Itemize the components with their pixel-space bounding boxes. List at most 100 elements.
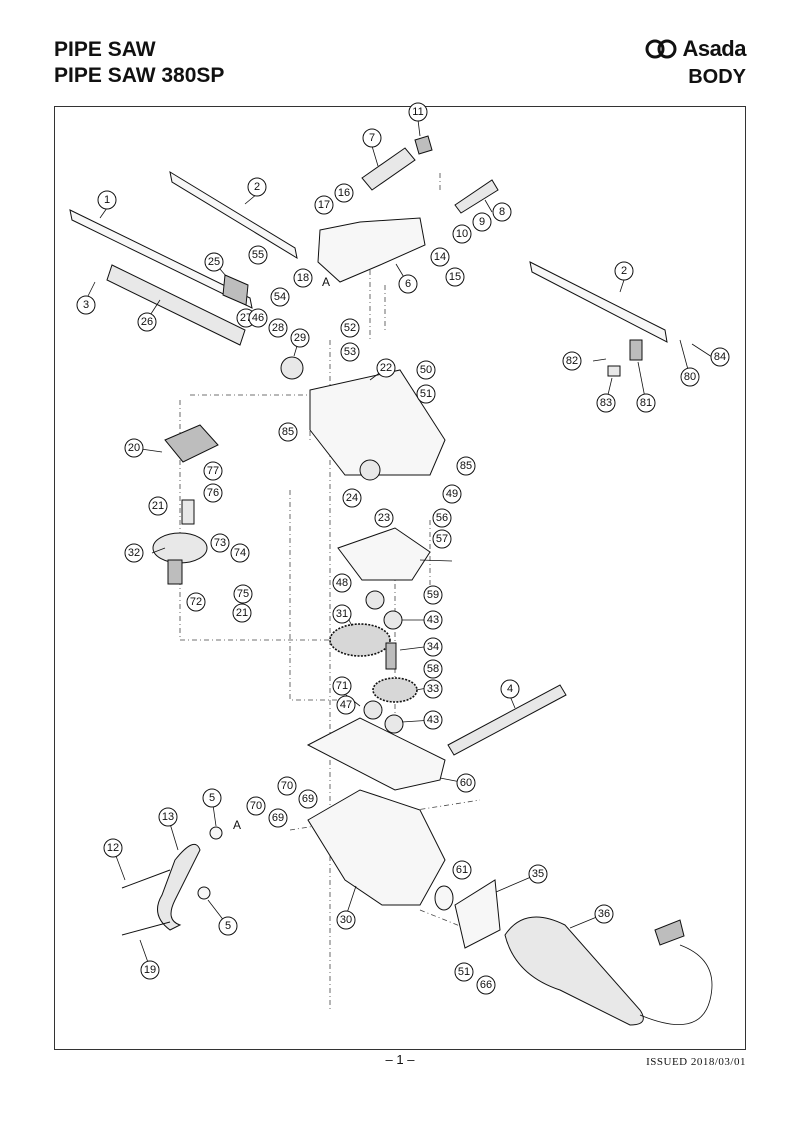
callout-label: 43	[427, 714, 439, 726]
callout-label: 33	[427, 683, 439, 695]
callout-74: 74	[230, 543, 250, 563]
callout-label: 29	[294, 332, 306, 344]
callout-label: 1	[104, 194, 110, 206]
callout-36: 36	[594, 904, 614, 924]
callout-circle	[268, 808, 288, 828]
title-line-2: PIPE SAW 380SP	[54, 64, 225, 87]
callout-label: 52	[344, 322, 356, 334]
part-2-bar	[169, 170, 298, 260]
callout-label: 22	[380, 362, 392, 374]
callout-85: 85	[278, 422, 298, 442]
callout-51: 51	[416, 384, 436, 404]
callout-circle	[203, 483, 223, 503]
callout-circle	[476, 975, 496, 995]
part-83-pin	[607, 365, 621, 377]
callout-circle	[218, 916, 238, 936]
callout-69: 69	[298, 789, 318, 809]
callout-circle	[293, 268, 313, 288]
callout-label: 24	[346, 492, 358, 504]
callout-circle	[140, 960, 160, 980]
callout-label: 8	[499, 206, 505, 218]
callout-circle	[374, 508, 394, 528]
part-34-pinion	[385, 642, 397, 670]
part-1-bar	[69, 209, 253, 309]
callout-19: 19	[140, 960, 160, 980]
callout-label: 28	[272, 322, 284, 334]
callout-label: 16	[338, 187, 350, 199]
callout-circle	[314, 195, 334, 215]
callout-circle	[596, 393, 616, 413]
callout-label: 49	[446, 488, 458, 500]
callout-59: 59	[423, 585, 443, 605]
callout-circle	[680, 367, 700, 387]
part-7-sleeve	[361, 147, 416, 191]
part-22-housing	[309, 369, 446, 476]
callout-circle	[124, 438, 144, 458]
part-32-stem	[167, 559, 183, 585]
callout-label: 12	[107, 842, 119, 854]
callout-circle	[158, 807, 178, 827]
callout-label: 20	[128, 442, 140, 454]
callout-label: 57	[436, 533, 448, 545]
callout-circle	[423, 585, 443, 605]
callout-label: 19	[144, 964, 156, 976]
callout-28: 28	[268, 318, 288, 338]
callout-label: 54	[274, 291, 286, 303]
callout-label: 51	[458, 966, 470, 978]
callout-46: 46	[248, 308, 268, 328]
callout-circle	[270, 287, 290, 307]
callout-label: 21	[236, 607, 248, 619]
callout-label: 13	[162, 811, 174, 823]
callout-29: 29	[290, 328, 310, 348]
callout-2: 2	[614, 261, 634, 281]
callout-label: 69	[302, 793, 314, 805]
part-28-bearing	[280, 356, 304, 380]
part-35-flange	[454, 879, 501, 949]
part-60-gasket	[306, 717, 446, 791]
callout-circle	[233, 584, 253, 604]
callout-17: 17	[314, 195, 334, 215]
callout-label: 50	[420, 364, 432, 376]
issued-date: ISSUED 2018/03/01	[646, 1056, 746, 1068]
callout-label: 35	[532, 868, 544, 880]
ref-letter-a-bottom: A	[233, 818, 241, 832]
ref-letter-a-top: A	[322, 275, 330, 289]
callout-61: 61	[452, 860, 472, 880]
callout-label: 30	[340, 914, 352, 926]
callout-circle	[342, 488, 362, 508]
callout-label: 61	[456, 864, 468, 876]
callout-70: 70	[246, 796, 266, 816]
callout-label: 32	[128, 547, 140, 559]
callout-label: 36	[598, 908, 610, 920]
callout-label: 11	[412, 106, 423, 118]
power-plug	[654, 919, 685, 946]
callout-12: 12	[103, 838, 123, 858]
part-19-bolt	[121, 921, 171, 936]
part-4-shaft	[447, 684, 567, 756]
callout-label: 46	[252, 312, 264, 324]
callout-14: 14	[430, 247, 450, 267]
asada-logo-icon	[645, 39, 677, 59]
part-11-nut	[414, 135, 433, 155]
callout-circle	[528, 864, 548, 884]
callout-circle	[204, 252, 224, 272]
callout-60: 60	[456, 773, 476, 793]
part-13-handle	[157, 843, 201, 931]
part-33-gear	[372, 677, 418, 703]
part-43-bearing-b	[384, 714, 404, 734]
callout-label: 9	[479, 216, 485, 228]
part-61-oring	[434, 885, 454, 911]
callout-label: 80	[684, 371, 696, 383]
callout-circle	[248, 308, 268, 328]
callout-circle	[278, 422, 298, 442]
callout-34: 34	[423, 637, 443, 657]
callout-circle	[432, 529, 452, 549]
callout-label: 6	[405, 278, 411, 290]
callout-circle	[277, 776, 297, 796]
callout-circle	[454, 962, 474, 982]
callout-11: 11	[408, 102, 428, 122]
callout-52: 52	[340, 318, 360, 338]
part-29-plate	[337, 527, 431, 581]
callout-label: 34	[427, 641, 439, 653]
callout-circle	[332, 676, 352, 696]
